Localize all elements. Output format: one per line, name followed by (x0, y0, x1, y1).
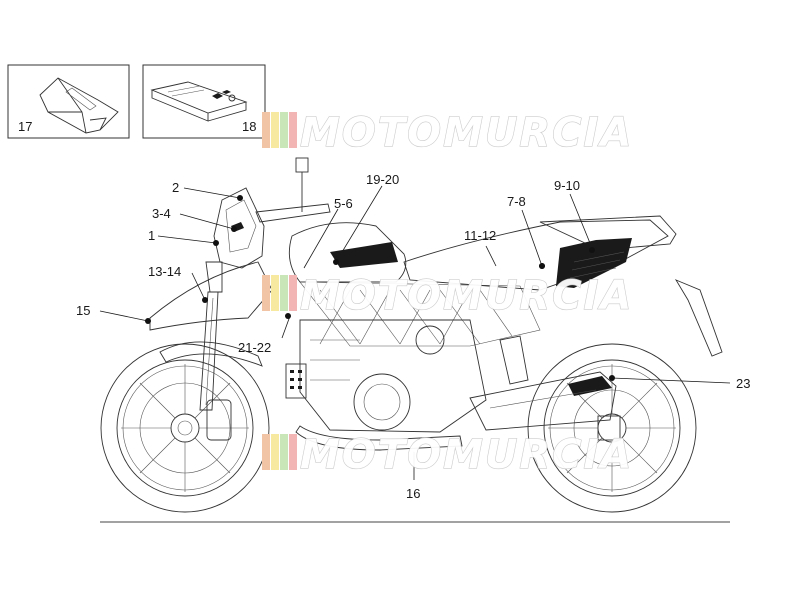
callout-9-10: 9-10 (554, 178, 580, 193)
callout-16: 16 (406, 486, 420, 501)
decal-pouch-icon (39, 77, 119, 134)
handlebar-mirror (255, 157, 331, 223)
rear-shock (499, 335, 529, 385)
front-fender (159, 341, 263, 367)
callout-3-4: 3-4 (152, 206, 171, 221)
callout-23: 23 (736, 376, 750, 391)
inset-label-17: 17 (18, 119, 32, 134)
exhaust-header (295, 425, 463, 451)
callout-1: 1 (148, 228, 155, 243)
wm-stripe-1 (262, 112, 270, 148)
watermark-text: MOTOMURCIA (300, 432, 633, 478)
inset-label-18: 18 (242, 119, 256, 134)
watermark-bottom: MOTOMURCIA (262, 431, 633, 479)
watermark-top: MOTOMURCIA (262, 109, 633, 157)
wm-stripe-3 (280, 112, 288, 148)
watermark-text: MOTOMURCIA (300, 110, 633, 156)
motorcycle-drawing (100, 157, 723, 513)
callout-5-6: 5-6 (334, 196, 353, 211)
callout-21-22: 21-22 (238, 340, 271, 355)
watermark-text: MOTOMURCIA (300, 273, 633, 319)
leader-lines (99, 185, 731, 480)
callout-labels: 2 3-4 1 13-14 15 5-6 19-20 21-22 11-12 7… (76, 172, 750, 501)
inset-box-17[interactable]: 17 (7, 64, 130, 139)
watermark-middle: MOTOMURCIA (262, 272, 633, 320)
swingarm (469, 371, 617, 431)
wm-stripe-2 (271, 112, 279, 148)
front-fork (199, 261, 223, 411)
callout-7-8: 7-8 (507, 194, 526, 209)
callout-15: 15 (76, 303, 90, 318)
callout-13-14: 13-14 (148, 264, 181, 279)
callout-19-20: 19-20 (366, 172, 399, 187)
owner-manual-icon (150, 81, 248, 122)
front-wheel (100, 343, 270, 513)
wm-stripe-4 (289, 112, 297, 148)
inset-box-18[interactable]: 18 (142, 64, 266, 139)
engine (285, 319, 487, 433)
plate-holder (674, 279, 723, 357)
callout-11-12: 11-12 (464, 228, 496, 243)
rear-wheel (527, 343, 697, 513)
callout-2: 2 (172, 180, 179, 195)
